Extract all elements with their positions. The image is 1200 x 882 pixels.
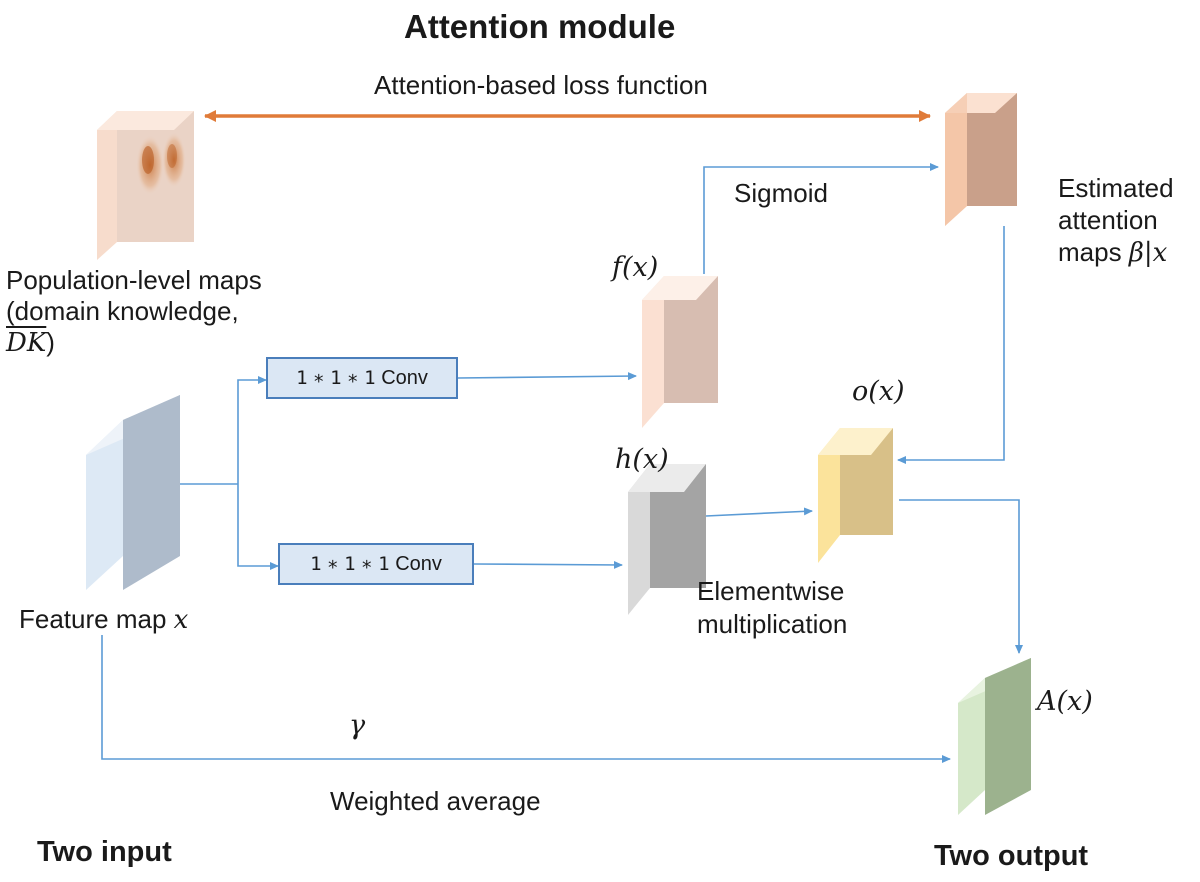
branch-to-bottom-conv-arrow	[237, 484, 279, 570]
estimated-to-o-arrow	[897, 226, 1005, 464]
sigmoid-label: Sigmoid	[734, 178, 828, 208]
x-symbol: x	[173, 605, 189, 635]
o-label: o(x)	[852, 376, 905, 407]
top-conv-box: 1 ∗ 1 ∗ 1 Conv	[266, 357, 458, 399]
o-to-a-arrow	[899, 499, 1023, 654]
a-block	[958, 658, 1031, 815]
bottom-conv-to-h-arrow	[473, 560, 623, 569]
dk-symbol: DK	[6, 328, 47, 358]
two-input-label: Two input	[37, 836, 172, 868]
estimated-attention-block	[945, 93, 1017, 226]
weighted-average-arrow	[101, 635, 951, 763]
feature-map-label: Feature map x	[19, 604, 189, 635]
loss-function-label: Attention-based loss function	[374, 70, 708, 100]
f-label: f(x)	[612, 252, 659, 283]
population-maps-label: Population-level maps (domain knowledge,…	[6, 265, 262, 358]
h-label: h(x)	[615, 444, 669, 475]
weighted-average-label: Weighted average	[330, 786, 541, 816]
estimated-attention-label: Estimated attention maps β|x	[1058, 173, 1174, 268]
sigmoid-arrow	[703, 163, 939, 274]
population-map-block	[97, 111, 194, 260]
gamma-label: γ	[349, 710, 366, 741]
branch-to-top-conv-arrow	[237, 376, 267, 484]
o-block	[818, 428, 893, 563]
conditional-x-symbol: |x	[1143, 238, 1168, 268]
top-conv-to-f-arrow	[457, 372, 637, 381]
bottom-conv-box: 1 ∗ 1 ∗ 1 Conv	[278, 543, 474, 585]
two-output-label: Two output	[934, 840, 1089, 872]
elementwise-label: Elementwise multiplication	[697, 576, 848, 639]
beta-hat-symbol: β	[1128, 238, 1144, 268]
diagram-title: Attention module	[404, 8, 676, 45]
a-label: A(x)	[1037, 686, 1093, 717]
f-block	[642, 276, 718, 428]
feature-map-block	[86, 395, 180, 590]
h-block	[628, 464, 706, 615]
h-to-o-arrow	[705, 507, 813, 517]
